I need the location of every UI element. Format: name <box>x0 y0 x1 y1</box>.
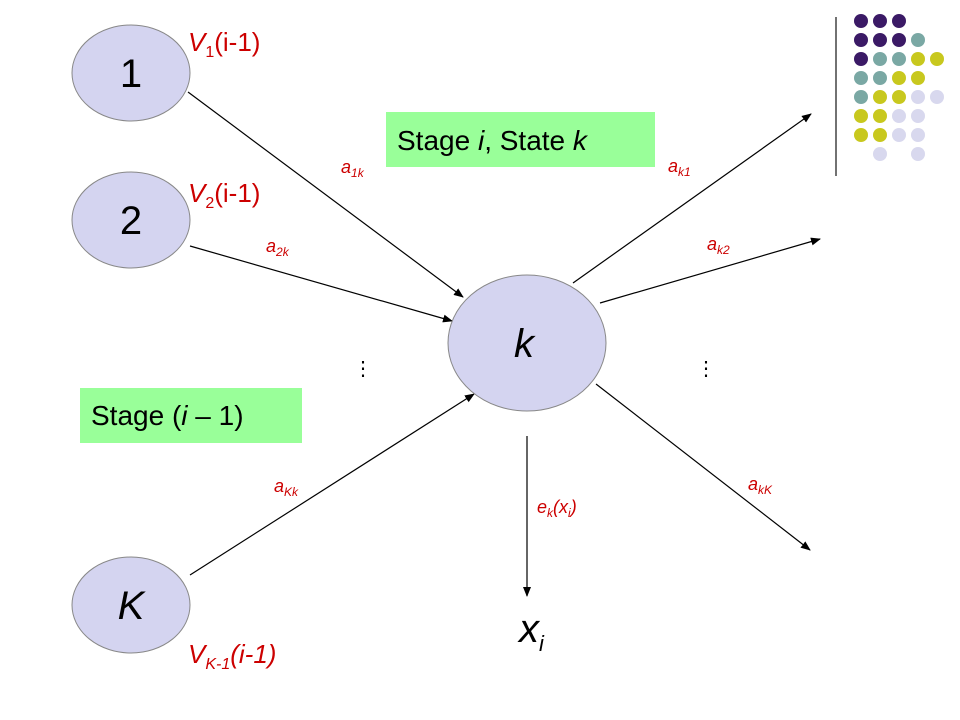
node-1-circle <box>71 24 191 122</box>
stage-prev-box: Stage (i – 1) <box>80 388 302 443</box>
value-label-v2: V2(i-1) <box>188 178 260 212</box>
edge-K-to-k <box>189 393 475 576</box>
deco-dot <box>892 128 906 142</box>
deco-dot <box>911 128 925 142</box>
stage-prev-box-text: Stage (i – 1) <box>91 400 244 431</box>
deco-dot <box>854 109 868 123</box>
deco-dot <box>854 52 868 66</box>
deco-dot <box>873 128 887 142</box>
deco-dot <box>911 90 925 104</box>
deco-dot <box>854 90 868 104</box>
deco-dot <box>892 33 906 47</box>
deco-dot <box>892 109 906 123</box>
node-K-label: K <box>118 584 147 628</box>
deco-dot <box>854 14 868 28</box>
node-center-label: k <box>514 322 536 366</box>
transition-label-a2k: a2k <box>266 236 290 259</box>
node-2-label: 2 <box>120 199 142 243</box>
emission-label: ek(xi) <box>537 497 577 520</box>
value-label-vK: VK-1(i-1) <box>188 639 276 673</box>
transition-label-akK: akK <box>748 474 773 497</box>
edge-k-to-2 <box>599 237 821 304</box>
transition-label-aKk: aKk <box>274 476 299 499</box>
transition-label-a1k: a1k <box>341 157 365 180</box>
deco-dot <box>873 90 887 104</box>
deco-dot <box>873 33 887 47</box>
deco-dot <box>892 52 906 66</box>
deco-dot <box>892 14 906 28</box>
deco-dot <box>930 52 944 66</box>
deco-dot <box>930 90 944 104</box>
deco-dot <box>911 147 925 161</box>
value-label-v1: V1(i-1) <box>188 27 260 61</box>
deco-dot <box>873 109 887 123</box>
node-1-label: 1 <box>120 52 142 96</box>
ellipsis-incoming: ⋮ <box>353 358 373 380</box>
node-center-circle <box>447 274 607 412</box>
deco-dot <box>911 109 925 123</box>
deco-dot <box>854 33 868 47</box>
deco-dot <box>873 147 887 161</box>
node-center-k: k <box>447 274 607 412</box>
decorative-dot-grid <box>854 14 944 161</box>
transition-label-ak1: ak1 <box>668 156 691 179</box>
edge-k-to-1 <box>572 113 812 284</box>
ellipsis-outgoing: ⋮ <box>696 358 716 380</box>
edge-k-to-K <box>595 383 811 551</box>
deco-dot <box>873 52 887 66</box>
node-K-circle <box>71 556 191 654</box>
deco-dot <box>911 52 925 66</box>
deco-dot <box>911 71 925 85</box>
stage-i-box-bg <box>386 112 655 167</box>
deco-dot <box>873 14 887 28</box>
observation-label: xi <box>517 607 545 656</box>
transition-label-ak2: ak2 <box>707 234 730 257</box>
node-2: 2 <box>71 171 191 269</box>
deco-dot <box>911 33 925 47</box>
deco-dot <box>873 71 887 85</box>
stage-prev-box-bg <box>80 388 302 443</box>
deco-dot <box>854 71 868 85</box>
stage-i-box-text: Stage i, State k <box>397 125 589 156</box>
deco-dot <box>892 71 906 85</box>
edge-1-to-k <box>187 91 464 298</box>
stage-i-state-k-box: Stage i, State k <box>386 112 655 167</box>
edge-2-to-k <box>189 245 453 323</box>
deco-dot <box>892 90 906 104</box>
deco-dot <box>854 128 868 142</box>
node-2-circle <box>71 171 191 269</box>
node-1: 1 <box>71 24 191 122</box>
node-K: K <box>71 556 191 654</box>
